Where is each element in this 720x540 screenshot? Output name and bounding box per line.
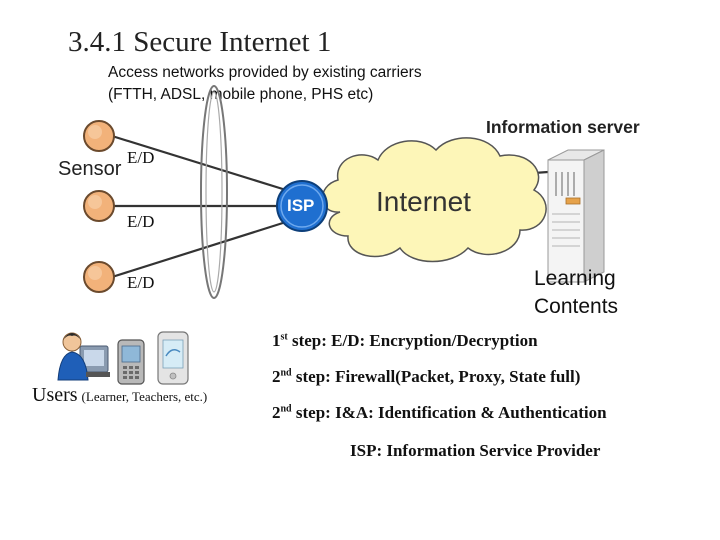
user-icon <box>57 332 110 381</box>
step-3-suffix: nd <box>280 403 292 415</box>
step-3-text: step: I&A: Identification & Authenticati… <box>295 403 607 422</box>
users-caption: Users (Learner, Teachers, etc.) <box>32 384 207 407</box>
users-label: Users <box>32 384 78 406</box>
ed-label-3: E/D <box>127 273 155 292</box>
internet-cloud <box>321 137 547 263</box>
step-2-number: 2 <box>272 367 281 386</box>
access-network-ellipse <box>200 85 228 299</box>
mobile-phone-icon <box>117 339 145 385</box>
sensor-label: Sensor <box>58 158 122 180</box>
page-title: 3.4.1 Secure Internet 1 <box>68 26 332 58</box>
learning-contents-label: Learning Contents <box>534 265 618 321</box>
access-networks-note-line2: (FTTH, ADSL, mobile phone, PHS etc) <box>108 86 374 103</box>
pda-icon <box>157 331 189 385</box>
ed-label-1: E/D <box>127 148 155 167</box>
step-3-number: 2 <box>272 403 281 422</box>
step-1: 1st step: E/D: Encryption/Decryption <box>272 331 538 351</box>
isp-node <box>276 180 328 232</box>
learning-contents-line1: Learning <box>534 267 616 290</box>
step-3: 2nd step: I&A: Identification & Authenti… <box>272 403 607 423</box>
link-node1-isp <box>111 134 287 192</box>
step-1-text: step: E/D: Encryption/Decryption <box>291 331 538 350</box>
step-2-suffix: nd <box>280 367 292 379</box>
ed-label-2: E/D <box>127 212 155 231</box>
sensor-node-1 <box>83 120 115 152</box>
step-1-suffix: st <box>280 331 288 343</box>
isp-definition: ISP: Information Service Provider <box>350 441 601 460</box>
sensor-node-2 <box>83 190 115 222</box>
isp-label: ISP <box>287 196 315 215</box>
step-2: 2nd step: Firewall(Packet, Proxy, State … <box>272 367 580 387</box>
learning-contents-line2: Contents <box>534 295 619 318</box>
information-server-label: Information server <box>486 117 640 137</box>
sensor-node-3 <box>83 261 115 293</box>
internet-label: Internet <box>376 186 471 217</box>
link-node3-isp <box>111 220 287 279</box>
step-2-text: step: Firewall(Packet, Proxy, State full… <box>295 367 581 386</box>
server-icon <box>547 149 605 283</box>
step-1-number: 1 <box>272 331 281 350</box>
access-networks-note-line1: Access networks provided by existing car… <box>108 64 422 81</box>
users-detail: (Learner, Teachers, etc.) <box>81 389 208 404</box>
